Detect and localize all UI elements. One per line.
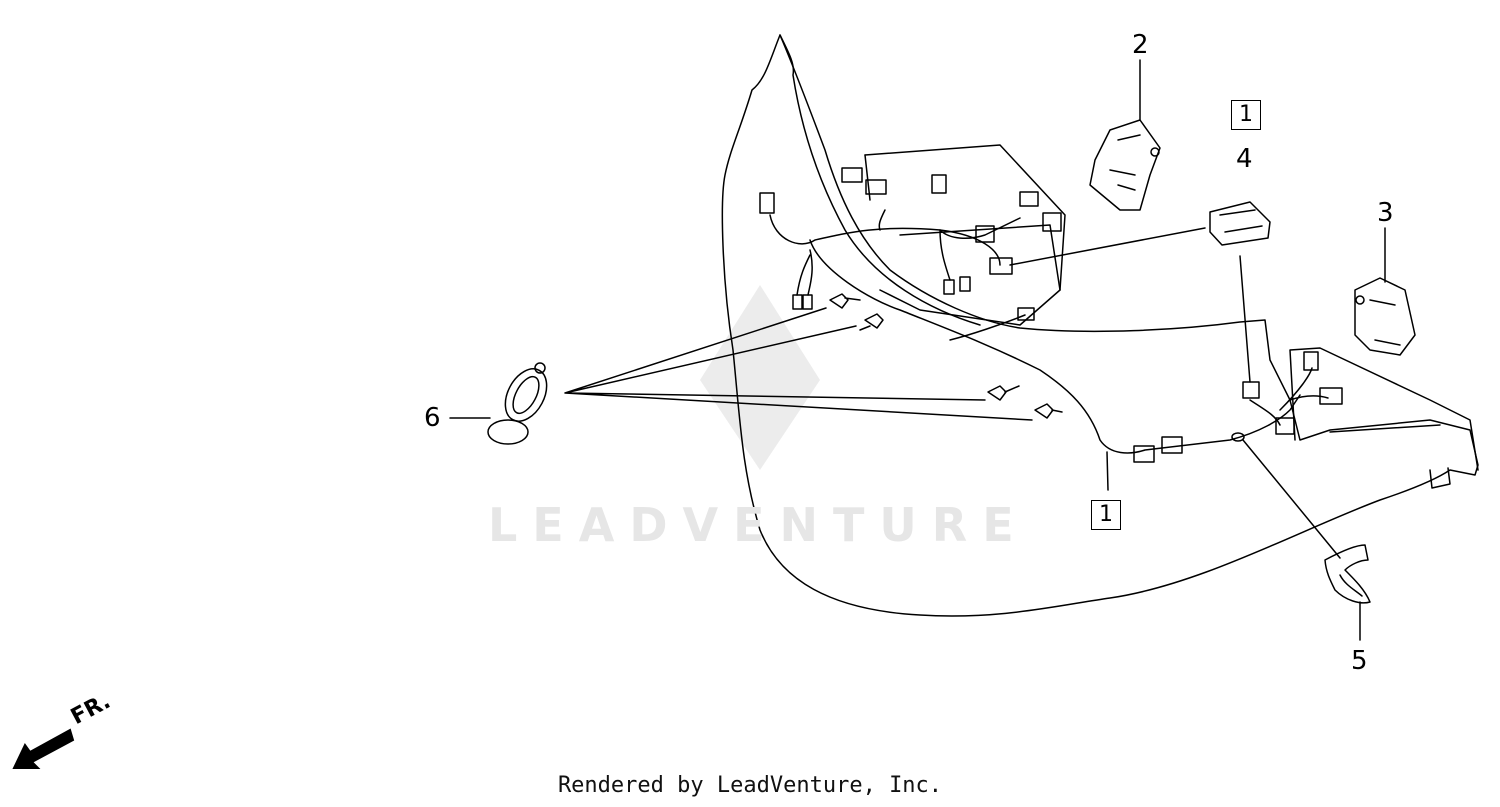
callout-6: 6 [424, 403, 441, 433]
part-2-bracket [1089, 119, 1161, 211]
part-5-band [1324, 544, 1371, 604]
callout-1-top: 1 [1231, 100, 1261, 130]
watermark-logo [700, 285, 820, 470]
leader-5 [1242, 439, 1361, 641]
callout-5: 5 [1351, 646, 1368, 676]
front-direction-arrow [12, 728, 75, 769]
part-6-clip [487, 362, 548, 445]
leader-4 [1239, 255, 1251, 383]
callout-3: 3 [1377, 198, 1394, 228]
footer-credit: Rendered by LeadVenture, Inc. [557, 773, 943, 798]
leader-1-top [1009, 227, 1206, 266]
part-4-clip [1209, 201, 1271, 246]
callout-2: 2 [1132, 30, 1149, 60]
body-panel [721, 34, 1479, 617]
callout-1-bottom: 1 [1091, 500, 1121, 530]
leader-1-bottom [1106, 451, 1109, 491]
part-3-bracket [1354, 277, 1416, 356]
leaders-clip [564, 307, 1033, 421]
panel-inner-fold [779, 34, 981, 326]
callout-4: 4 [1236, 144, 1253, 174]
watermark-text: LEADVENTURE [488, 498, 1029, 552]
main-harness [769, 214, 1001, 266]
